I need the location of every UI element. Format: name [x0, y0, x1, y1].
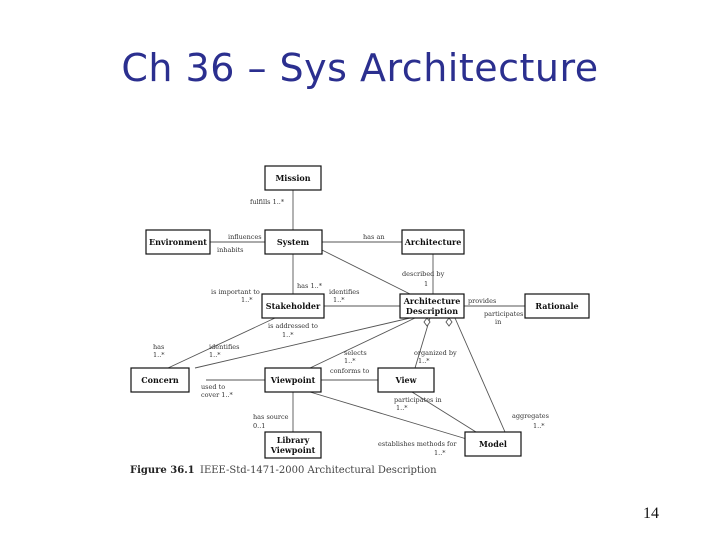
aggregation-diamond — [423, 317, 431, 327]
label-has-source: has source — [253, 413, 289, 421]
label-inhabits: inhabits — [217, 246, 244, 254]
box-model-label: Model — [479, 439, 507, 449]
figure-number: Figure 36.1 — [130, 465, 195, 476]
box-concern-label: Concern — [141, 375, 179, 385]
aggregation-diamond-2 — [445, 317, 453, 327]
box-library-label-2: Viewpoint — [270, 445, 316, 455]
edge-archdesc-viewpoint — [309, 317, 416, 369]
box-library-label-1: Library — [277, 435, 310, 445]
label-establishes-mult: 1..* — [434, 449, 446, 457]
edge-system-archdesc — [321, 249, 411, 295]
relationship-labels: fulfills 1..* influences inhabits has an… — [153, 198, 549, 457]
label-aggregates: aggregates — [512, 412, 549, 420]
label-used-to: used to — [201, 383, 225, 391]
label-cover: cover 1..* — [201, 391, 234, 399]
label-establishes-methods-for: establishes methods for — [378, 440, 457, 448]
box-rationale: Rationale — [524, 293, 590, 319]
label-participates-2: participates in — [394, 396, 442, 404]
label-identifies-2: identifies — [209, 343, 239, 351]
label-is-important-to-mult: 1..* — [241, 296, 253, 304]
box-architecture-label: Architecture — [404, 237, 462, 247]
label-has-source-mult: 0..1 — [253, 422, 265, 430]
label-is-addressed-to-mult: 1..* — [282, 331, 294, 339]
label-selects-mult: 1..* — [344, 357, 356, 365]
label-organized-by: organized by — [414, 349, 457, 357]
label-organized-by-mult: 1..* — [418, 357, 430, 365]
box-architecture-description: Architecture Description — [399, 293, 465, 319]
label-identifies-2-mult: 1..* — [209, 351, 221, 359]
label-aggregates-mult: 1..* — [533, 422, 545, 430]
label-conforms-to: conforms to — [330, 367, 369, 375]
label-has-1n: has 1..* — [297, 282, 323, 290]
page-number: 14 — [643, 505, 659, 522]
label-is-important-to: is important to — [211, 288, 260, 296]
label-provides: provides — [468, 297, 496, 305]
edge-view-model — [411, 391, 477, 433]
label-has-concern-mult: 1..* — [153, 351, 165, 359]
edge-viewpoint-model — [309, 391, 471, 441]
label-participates-1b: in — [495, 318, 501, 326]
label-participates-1: participates — [484, 310, 523, 318]
box-model: Model — [464, 431, 522, 457]
edge-stakeholder-concern — [167, 317, 276, 369]
box-view-label: View — [394, 375, 417, 385]
label-described-by-mult: 1 — [424, 280, 428, 288]
box-stakeholder: Stakeholder — [261, 293, 325, 319]
box-view: View — [377, 367, 435, 393]
box-concern: Concern — [130, 367, 190, 393]
figure-caption: IEEE-Std-1471-2000 Architectural Descrip… — [200, 465, 437, 476]
slide-title: Ch 36 – Sys Architecture — [121, 46, 599, 90]
label-identifies-1: identifies — [329, 288, 359, 296]
label-influences: influences — [228, 233, 262, 241]
label-selects: selects — [344, 349, 367, 357]
box-system: System — [264, 229, 323, 255]
edge-concern-archdesc — [194, 317, 411, 369]
edge-archdesc-view — [414, 317, 431, 369]
box-environment-label: Environment — [149, 237, 207, 247]
label-is-addressed-to: is addressed to — [268, 322, 318, 330]
label-described-by: described by — [402, 270, 445, 278]
edge-archdesc-model — [454, 317, 506, 433]
box-viewpoint: Viewpoint — [264, 367, 322, 393]
box-mission-label: Mission — [275, 173, 310, 183]
box-viewpoint-label: Viewpoint — [270, 375, 316, 385]
box-archdesc-label-2: Description — [406, 306, 458, 316]
label-identifies-1-mult: 1..* — [333, 296, 345, 304]
box-architecture: Architecture — [401, 229, 465, 255]
diagram-edges — [167, 190, 525, 441]
label-fulfills: fulfills 1..* — [250, 198, 285, 206]
label-participates-2-mult: 1..* — [396, 404, 408, 412]
label-has-concern: has — [153, 343, 164, 351]
box-stakeholder-label: Stakeholder — [266, 301, 321, 311]
box-system-label: System — [277, 237, 310, 247]
box-environment: Environment — [145, 229, 211, 255]
box-mission: Mission — [264, 165, 322, 191]
box-library-viewpoint: Library Viewpoint — [264, 431, 322, 459]
box-rationale-label: Rationale — [535, 301, 578, 311]
label-has-an: has an — [363, 233, 385, 241]
box-archdesc-label-1: Architecture — [403, 296, 461, 306]
